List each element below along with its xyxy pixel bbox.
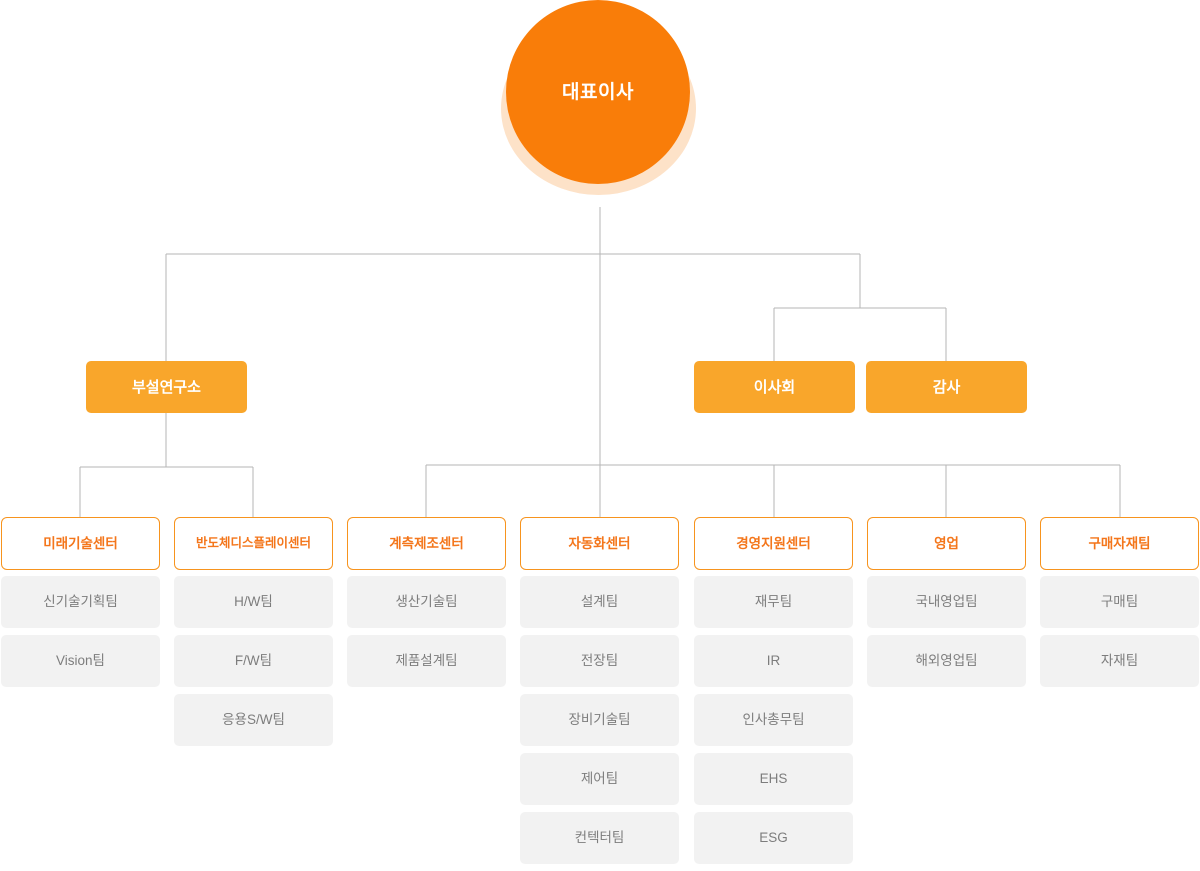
team-box[interactable]: 해외영업팀 (867, 635, 1026, 687)
header-management-support-center[interactable]: 경영지원센터 (694, 517, 853, 570)
column-sales: 영업 국내영업팀 해외영업팀 (867, 517, 1026, 694)
team-box[interactable]: EHS (694, 753, 853, 805)
team-box[interactable]: 응용S/W팀 (174, 694, 333, 746)
node-auditor[interactable]: 감사 (866, 361, 1027, 413)
column-management-support-center: 경영지원센터 재무팀 IR 인사총무팀 EHS ESG (694, 517, 853, 871)
team-label: IR (766, 653, 781, 669)
team-label: 해외영업팀 (915, 653, 978, 669)
team-box[interactable]: 국내영업팀 (867, 576, 1026, 628)
ceo-circle[interactable]: 대표이사 (506, 0, 690, 184)
team-label: 응용S/W팀 (222, 712, 285, 728)
team-box[interactable]: Vision팀 (1, 635, 160, 687)
team-label: 제품설계팀 (395, 653, 458, 669)
header-purchasing-materials-team[interactable]: 구매자재팀 (1040, 517, 1199, 570)
header-automation-center-label: 자동화센터 (568, 535, 631, 551)
header-future-tech-center[interactable]: 미래기술센터 (1, 517, 160, 570)
team-box[interactable]: 장비기술팀 (520, 694, 679, 746)
column-future-tech-center: 미래기술센터 신기술기획팀 Vision팀 (1, 517, 160, 694)
column-metrology-manufacturing-center: 계측제조센터 생산기술팀 제품설계팀 (347, 517, 506, 694)
team-label: 구매팀 (1100, 594, 1139, 610)
team-label: 제어팀 (580, 771, 619, 787)
team-label: 설계팀 (580, 594, 619, 610)
team-box[interactable]: ESG (694, 812, 853, 864)
team-box[interactable]: 구매팀 (1040, 576, 1199, 628)
column-semiconductor-display-center: 반도체디스플레이센터 H/W팀 F/W팀 응용S/W팀 (174, 517, 333, 753)
column-purchasing-materials-team: 구매자재팀 구매팀 자재팀 (1040, 517, 1199, 694)
team-box[interactable]: 제품설계팀 (347, 635, 506, 687)
node-research-institute-label: 부설연구소 (131, 378, 201, 396)
team-label: F/W팀 (234, 653, 273, 669)
column-automation-center: 자동화센터 설계팀 전장팀 장비기술팀 제어팀 컨텍터팀 (520, 517, 679, 871)
team-box[interactable]: 설계팀 (520, 576, 679, 628)
team-label: EHS (759, 771, 788, 787)
team-label: 자재팀 (1100, 653, 1139, 669)
team-label: Vision팀 (56, 653, 105, 669)
header-sales-label: 영업 (934, 535, 959, 551)
team-box[interactable]: 신기술기획팀 (1, 576, 160, 628)
team-box[interactable]: 제어팀 (520, 753, 679, 805)
header-future-tech-center-label: 미래기술센터 (43, 535, 118, 551)
team-box[interactable]: 재무팀 (694, 576, 853, 628)
team-label: ESG (759, 830, 788, 846)
team-label: 생산기술팀 (395, 594, 458, 610)
team-label: 장비기술팀 (568, 712, 631, 728)
ceo-label: 대표이사 (562, 81, 634, 103)
header-automation-center[interactable]: 자동화센터 (520, 517, 679, 570)
team-label: 전장팀 (580, 653, 619, 669)
header-semiconductor-display-center[interactable]: 반도체디스플레이센터 (174, 517, 333, 570)
team-box[interactable]: F/W팀 (174, 635, 333, 687)
header-semiconductor-display-center-label: 반도체디스플레이센터 (195, 536, 311, 551)
team-box[interactable]: 컨텍터팀 (520, 812, 679, 864)
team-label: H/W팀 (234, 594, 273, 610)
team-box[interactable]: 인사총무팀 (694, 694, 853, 746)
header-management-support-center-label: 경영지원센터 (736, 535, 811, 551)
team-box[interactable]: 전장팀 (520, 635, 679, 687)
header-metrology-manufacturing-center[interactable]: 계측제조센터 (347, 517, 506, 570)
node-board-of-directors[interactable]: 이사회 (694, 361, 855, 413)
ceo-node[interactable]: 대표이사 (497, 0, 703, 195)
header-metrology-manufacturing-center-label: 계측제조센터 (389, 535, 464, 551)
team-box[interactable]: 자재팀 (1040, 635, 1199, 687)
team-label: 인사총무팀 (742, 712, 805, 728)
node-auditor-label: 감사 (932, 378, 961, 396)
team-label: 국내영업팀 (915, 594, 978, 610)
team-box[interactable]: IR (694, 635, 853, 687)
team-box[interactable]: H/W팀 (174, 576, 333, 628)
header-sales[interactable]: 영업 (867, 517, 1026, 570)
team-label: 컨텍터팀 (574, 830, 625, 846)
team-box[interactable]: 생산기술팀 (347, 576, 506, 628)
node-research-institute[interactable]: 부설연구소 (86, 361, 247, 413)
node-board-of-directors-label: 이사회 (753, 378, 796, 396)
team-label: 재무팀 (754, 594, 793, 610)
team-label: 신기술기획팀 (43, 594, 118, 610)
header-purchasing-materials-team-label: 구매자재팀 (1088, 535, 1151, 551)
